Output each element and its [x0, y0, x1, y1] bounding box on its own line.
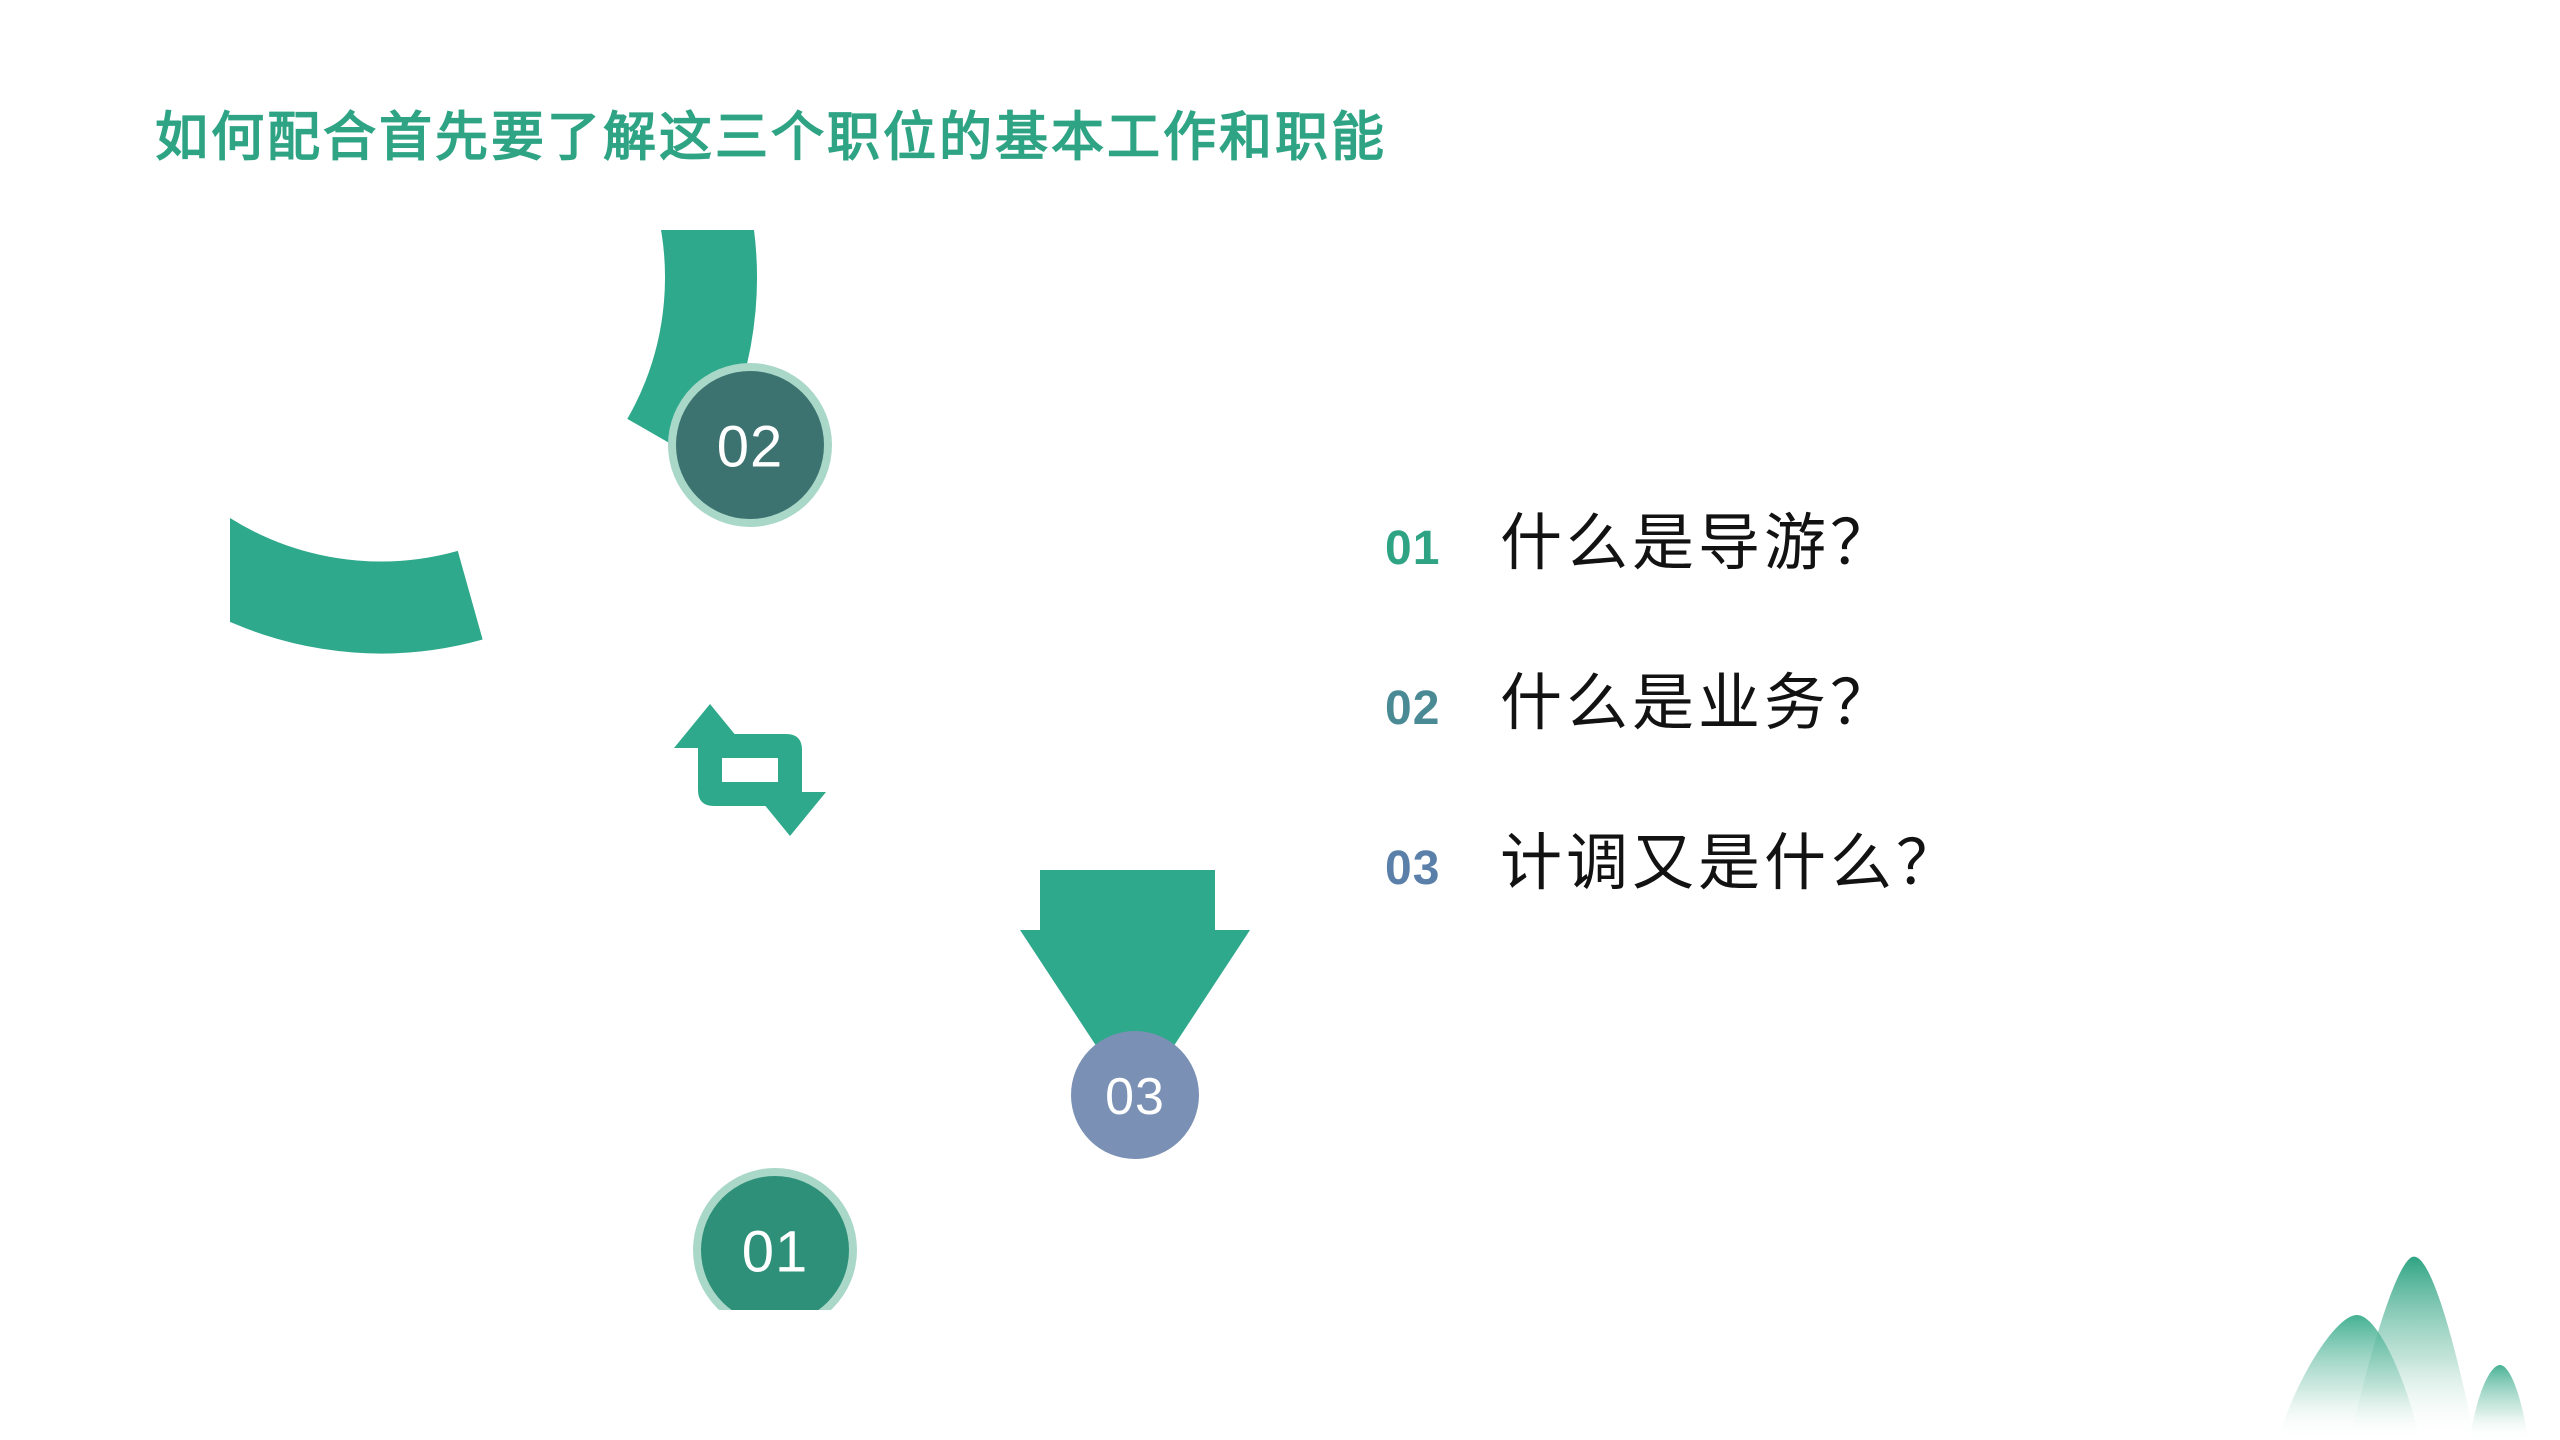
list-item-number: 01 — [1385, 522, 1441, 575]
list-item-number: 03 — [1385, 842, 1441, 895]
cycle-node-01-fill — [701, 1176, 849, 1310]
mountain-peak-front — [2278, 1314, 2420, 1440]
cycle-arrow-head — [1020, 930, 1250, 1105]
list-item-text: 什么是导游？ — [1500, 510, 1897, 578]
cycle-node-03[interactable]: 03 — [1071, 1031, 1199, 1159]
cycle-arc — [230, 230, 757, 654]
mountain-peak-small — [2470, 1365, 2528, 1440]
list-item-number: 02 — [1385, 682, 1441, 735]
cycle-arc-group — [230, 230, 1250, 1105]
mountain-peak-tall — [2350, 1256, 2475, 1440]
cycle-arrow-neck — [1040, 870, 1215, 942]
mountain-graphic — [2260, 1225, 2560, 1440]
list-item[interactable]: 03 计调又是什么？ — [1385, 812, 2285, 972]
question-list: 01 什么是导游？ 02 什么是业务？ 03 计调又是什么？ — [1385, 492, 2285, 972]
page-title: 如何配合首先要了解这三个职位的基本工作和职能 — [155, 108, 1387, 167]
cycle-node-03-fill — [1071, 1031, 1199, 1159]
cycle-node-03-label: 03 — [1105, 1068, 1165, 1126]
repeat-icon — [674, 704, 826, 836]
cycle-node-02-label: 02 — [717, 415, 784, 480]
cycle-node-01[interactable]: 01 — [693, 1168, 857, 1310]
list-item[interactable]: 01 什么是导游？ — [1385, 492, 2285, 652]
list-item[interactable]: 02 什么是业务？ — [1385, 652, 2285, 812]
list-item-text: 什么是业务？ — [1500, 670, 1897, 738]
list-item-text: 计调又是什么？ — [1500, 830, 1963, 898]
cycle-node-02[interactable]: 02 — [668, 363, 832, 527]
cycle-node-02-fill — [676, 371, 824, 519]
cycle-diagram: 02 01 03 — [230, 230, 1350, 1310]
cycle-node-01-label: 01 — [742, 1220, 809, 1285]
